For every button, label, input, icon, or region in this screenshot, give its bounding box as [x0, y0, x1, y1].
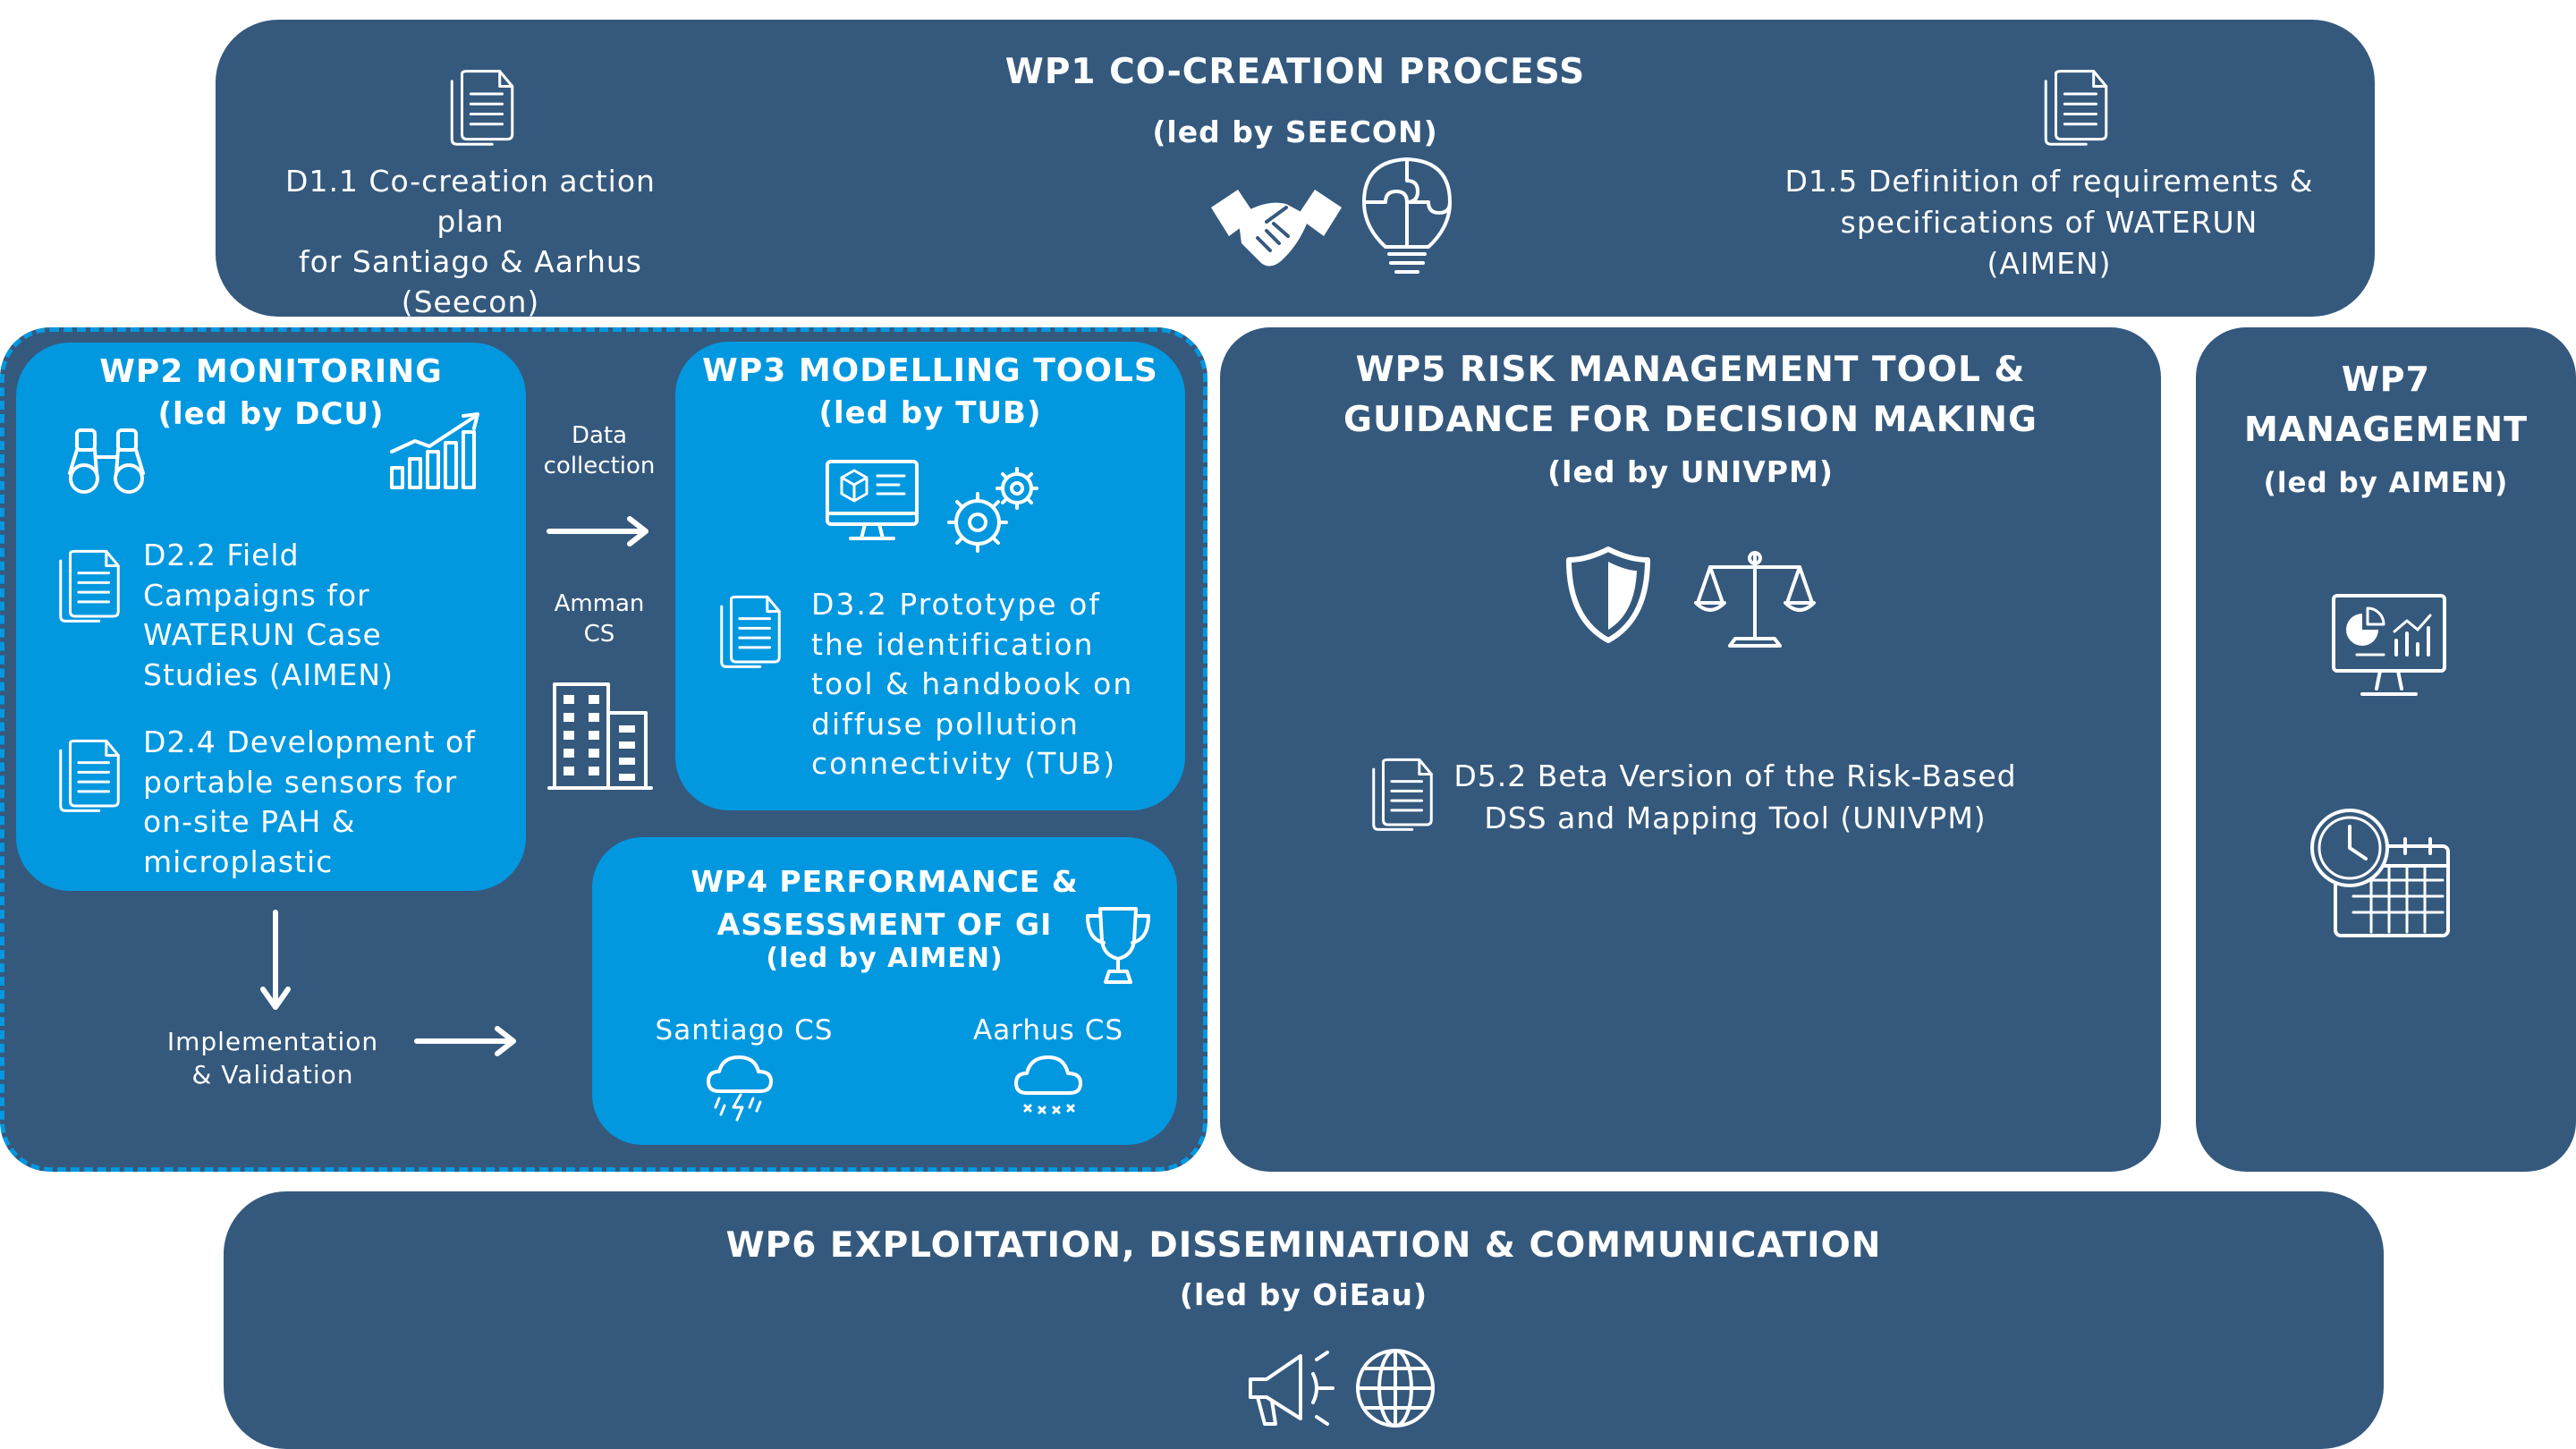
arrow-right-icon: [546, 513, 653, 549]
wp7-title: WP7 MANAGEMENT: [2243, 360, 2529, 449]
wp7-lead: (led by AIMEN): [2263, 467, 2509, 499]
wp3-deliverable-d3-2: D3.2 Prototype of the identification too…: [811, 587, 1134, 781]
wp6-title: WP6 EXPLOITATION, DISSEMINATION & COMMUN…: [725, 1225, 1882, 1266]
wp4-santiago-cs: Santiago CS: [655, 1014, 834, 1046]
dashboard-monitor-icon: [2330, 592, 2448, 703]
wp1-title: WP1 CO-CREATION PROCESS: [1004, 52, 1586, 92]
megaphone-icon: [1245, 1349, 1338, 1431]
wp6-box: WP6 EXPLOITATION, DISSEMINATION & COMMUN…: [224, 1191, 2384, 1449]
clock-calendar-icon: [2309, 807, 2452, 941]
wp3-title: WP3 MODELLING TOOLS: [702, 352, 1158, 389]
building-icon: [549, 677, 653, 792]
shield-icon: [1563, 546, 1653, 644]
wp5-box: WP5 RISK MANAGEMENT TOOL & GUIDANCE FOR …: [1220, 327, 2161, 1172]
gears-icon: [940, 458, 1044, 562]
wp5-lead: (led by UNIVPM): [1547, 454, 1834, 489]
document-icon: [446, 66, 518, 147]
handshake-icon: [1211, 190, 1342, 267]
wp4-lead: (led by AIMEN): [766, 943, 1004, 974]
binoculars-icon: [66, 427, 147, 495]
wp3-lead: (led by TUB): [818, 395, 1042, 431]
wp4-aarhus-cs: Aarhus CS: [972, 1014, 1124, 1046]
wp1-deliverable-d1-1: D1.1 Co-creation action plan for Santiag…: [285, 164, 656, 319]
monitor-cube-icon: [824, 458, 920, 544]
wp2-title: WP2 MONITORING: [99, 353, 443, 390]
document-icon: [716, 592, 784, 669]
document-icon: [55, 547, 123, 623]
wp2-deliverable-d2-4: D2.4 Development of portable sensors for…: [143, 724, 476, 879]
implementation-validation-label: Implementation & Validation: [166, 1027, 379, 1089]
data-collection-label: Data collection: [543, 422, 656, 479]
document-icon: [55, 736, 123, 813]
wp1-lead: (led by SEECON): [1152, 114, 1438, 149]
puzzle-bulb-icon: [1359, 154, 1455, 279]
wp1-deliverable-d1-5: D1.5 Definition of requirements & specif…: [1784, 164, 2314, 281]
wp7-box: WP7 MANAGEMENT (led by AIMEN): [2196, 327, 2576, 1172]
arrow-down-icon: [258, 909, 293, 1013]
wp4-box: WP4 PERFORMANCE & ASSESSMENT OF GI (led …: [592, 837, 1177, 1145]
arrow-right-icon: [413, 1023, 521, 1059]
wp4-title: WP4 PERFORMANCE & ASSESSMENT OF GI: [691, 864, 1079, 942]
wp1-box: WP1 CO-CREATION PROCESS (led by SEECON) …: [216, 20, 2375, 319]
snow-cloud-icon: [1013, 1052, 1084, 1123]
wp3-box: WP3 MODELLING TOOLS (led by TUB) D3.2 Pr…: [675, 342, 1185, 810]
growth-chart-icon: [388, 411, 488, 491]
wp6-lead: (led by OiEau): [1179, 1277, 1428, 1312]
storm-cloud-icon: [705, 1052, 775, 1122]
wp2-lead: (led by DCU): [157, 396, 385, 432]
trophy-icon: [1082, 903, 1154, 989]
globe-icon: [1352, 1345, 1438, 1431]
wp5-title: WP5 RISK MANAGEMENT TOOL & GUIDANCE FOR …: [1343, 350, 2038, 440]
amman-cs-label: Amman CS: [554, 590, 645, 648]
wp2-box: WP2 MONITORING (led by DCU) D2.2 Field C…: [16, 343, 526, 891]
wp5-deliverable-d5-2: D5.2 Beta Version of the Risk-Based DSS …: [1453, 758, 2017, 835]
scales-icon: [1694, 546, 1816, 653]
wp2-deliverable-d2-2: D2.2 Field Campaigns for WATERUN Case St…: [143, 538, 394, 692]
document-icon: [2040, 66, 2112, 147]
